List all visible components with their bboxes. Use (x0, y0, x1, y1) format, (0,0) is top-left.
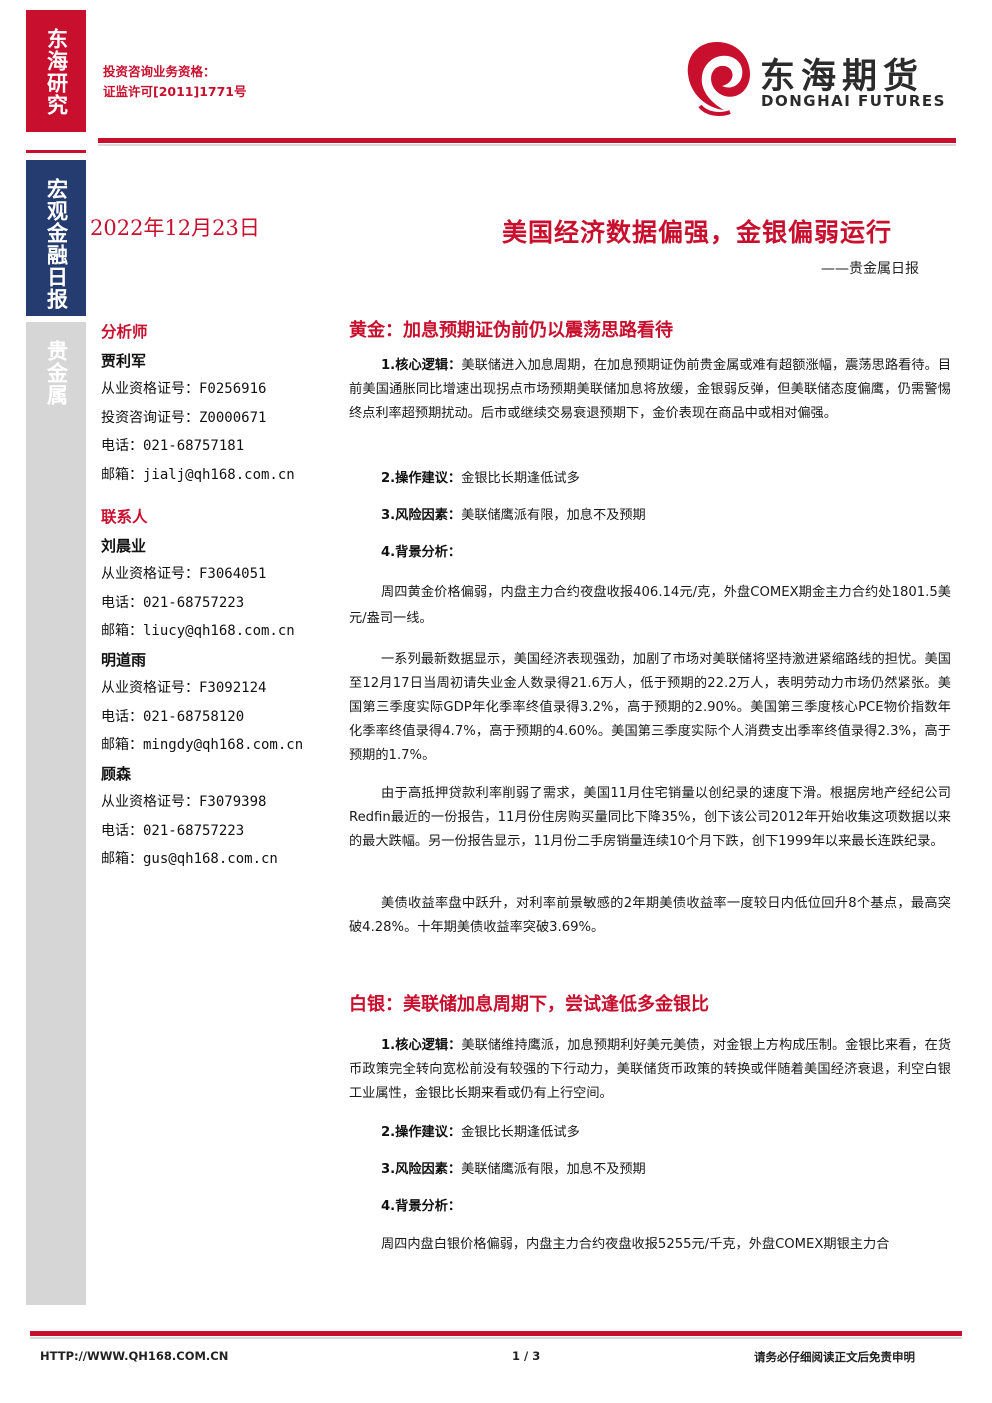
header-rule (98, 138, 956, 143)
silver-logic-label: 1.核心逻辑： (381, 1038, 462, 1053)
analyst-phone: 电话：021-68757181 (101, 438, 245, 454)
footer-url-link[interactable]: HTTP://WWW.QH168.COM.CN (40, 1349, 229, 1363)
report-title: 美国经济数据偏强，金银偏弱运行 (502, 218, 893, 247)
header-rule-shadow (98, 144, 956, 146)
silver-risk: 3.风险因素：美联储鹰派有限，加息不及预期 (349, 1158, 951, 1182)
contact-phone: 电话：021-68757223 (101, 822, 245, 839)
silver-risk-label: 3.风险因素： (381, 1162, 462, 1177)
gold-bg-p3: 由于高抵押贷款利率削弱了需求，美国11月住宅销量以创纪录的速度下滑。根据房地产经… (349, 786, 951, 849)
gold-advice-label: 2.操作建议： (381, 471, 462, 486)
sidebar-tab-metals: 贵金属 (26, 322, 86, 1305)
silver-logic-text: 美联储维持鹰派，加息预期利好美元美债，对金银上方构成压制。金银比来看，在货币政策… (349, 1038, 952, 1101)
footer-rule-shadow (30, 1337, 962, 1339)
gold-logic: 1.核心逻辑：美联储进入加息周期，在加息预期证伪前贵金属或难有超额涨幅，震荡思路… (349, 354, 951, 426)
silver-heading: 白银：美联储加息周期下，尝试逢低多金银比 (349, 994, 709, 1015)
sidebar-tab-daily: 宏观金融日报 (26, 160, 86, 316)
silver-advice-text: 金银比长期逢低试多 (461, 1125, 580, 1140)
gold-bg-p1: 周四黄金价格偏弱，内盘主力合约夜盘收报406.14元/克，外盘COMEX期金主力… (349, 585, 951, 626)
gold-bg-label: 4.背景分析： (381, 545, 462, 560)
gold-risk: 3.风险因素：美联储鹰派有限，加息不及预期 (349, 504, 951, 528)
sidebar-divider (26, 150, 86, 153)
sidebar-tab-daily-label: 宏观金融日报 (44, 178, 69, 310)
gold-advice-text: 金银比长期逢低试多 (461, 471, 580, 486)
contact-name: 明道雨 (101, 650, 147, 669)
contact-email[interactable]: 邮箱：gus@qh168.com.cn (101, 851, 278, 867)
silver-bg: 4.背景分析： (349, 1195, 951, 1219)
contact-header: 联系人 (101, 508, 148, 526)
silver-bg-label: 4.背景分析： (381, 1199, 462, 1214)
logo-english-text: DONGHAI FUTURES (761, 92, 946, 110)
qualification-block: 投资咨询业务资格： 证监许可[2011]1771号 (103, 62, 247, 102)
footer-rule (30, 1331, 962, 1336)
contact-name: 刘晨业 (101, 536, 147, 555)
contact-name: 顾森 (101, 764, 132, 783)
silver-risk-text: 美联储鹰派有限，加息不及预期 (461, 1162, 646, 1177)
logo-chinese-text: 东海期货 (760, 56, 925, 97)
gold-risk-text: 美联储鹰派有限，加息不及预期 (461, 508, 646, 523)
contact-email[interactable]: 邮箱：mingdy@qh168.com.cn (101, 737, 304, 753)
contact-phone: 电话：021-68757223 (101, 594, 245, 611)
gold-bg: 4.背景分析： (349, 541, 951, 565)
silver-advice: 2.操作建议：金银比长期逢低试多 (349, 1121, 951, 1145)
silver-logic: 1.核心逻辑：美联储维持鹰派，加息预期利好美元美债，对金银上方构成压制。金银比来… (349, 1034, 951, 1106)
sidebar-tab-research-label: 东海研究 (44, 28, 69, 116)
gold-advice: 2.操作建议：金银比长期逢低试多 (349, 467, 951, 491)
dragon-logo-icon (687, 42, 750, 116)
report-date: 2022年12月23日 (90, 216, 260, 240)
gold-heading: 黄金：加息预期证伪前仍以震荡思路看待 (349, 320, 673, 341)
contact-cert: 从业资格证号：F3079398 (101, 794, 267, 810)
gold-risk-label: 3.风险因素： (381, 508, 462, 523)
analyst-name: 贾利军 (101, 351, 147, 370)
qualification-line1: 投资咨询业务资格： (103, 64, 216, 79)
contact-cert: 从业资格证号：F3092124 (101, 680, 267, 696)
silver-bg-p1: 周四内盘白银价格偏弱，内盘主力合约夜盘收报5255元/千克，外盘COMEX期银主… (381, 1237, 890, 1252)
silver-advice-label: 2.操作建议： (381, 1125, 462, 1140)
gold-logic-text: 美联储进入加息周期，在加息预期证伪前贵金属或难有超额涨幅，震荡思路看待。目前美国… (349, 358, 952, 421)
analyst-cert: 从业资格证号：F0256916 (101, 381, 267, 397)
sidebar-tab-research: 东海研究 (26, 10, 86, 132)
gold-bg-p2: 一系列最新数据显示，美国经济表现强劲，加剧了市场对美联储将坚持激进紧缩路线的担忧… (349, 652, 951, 763)
contacts-column: 分析师 贾利军 从业资格证号：F0256916 投资咨询证号：Z0000671 … (101, 318, 341, 874)
analyst-email[interactable]: 邮箱：jialj@qh168.com.cn (101, 466, 295, 483)
qualification-line2: 证监许可[2011]1771号 (103, 84, 247, 99)
analyst-advisory: 投资咨询证号：Z0000671 (101, 409, 267, 426)
contact-email[interactable]: 邮箱：liucy@qh168.com.cn (101, 623, 295, 639)
report-subtitle: ——贵金属日报 (821, 261, 919, 277)
contact-phone: 电话：021-68758120 (101, 708, 245, 725)
analyst-header: 分析师 (101, 323, 148, 341)
contact-cert: 从业资格证号：F3064051 (101, 566, 267, 582)
footer-disclaimer: 请务必仔细阅读正文后免责申明 (754, 1350, 915, 1364)
sidebar-tab-metals-label: 贵金属 (44, 340, 69, 406)
gold-bg-p4: 美债收益率盘中跃升，对利率前景敏感的2年期美债收益率一度较日内低位回升8个基点，… (349, 896, 951, 935)
gold-logic-label: 1.核心逻辑： (381, 358, 462, 373)
footer-page-number: 1 / 3 (512, 1349, 541, 1363)
